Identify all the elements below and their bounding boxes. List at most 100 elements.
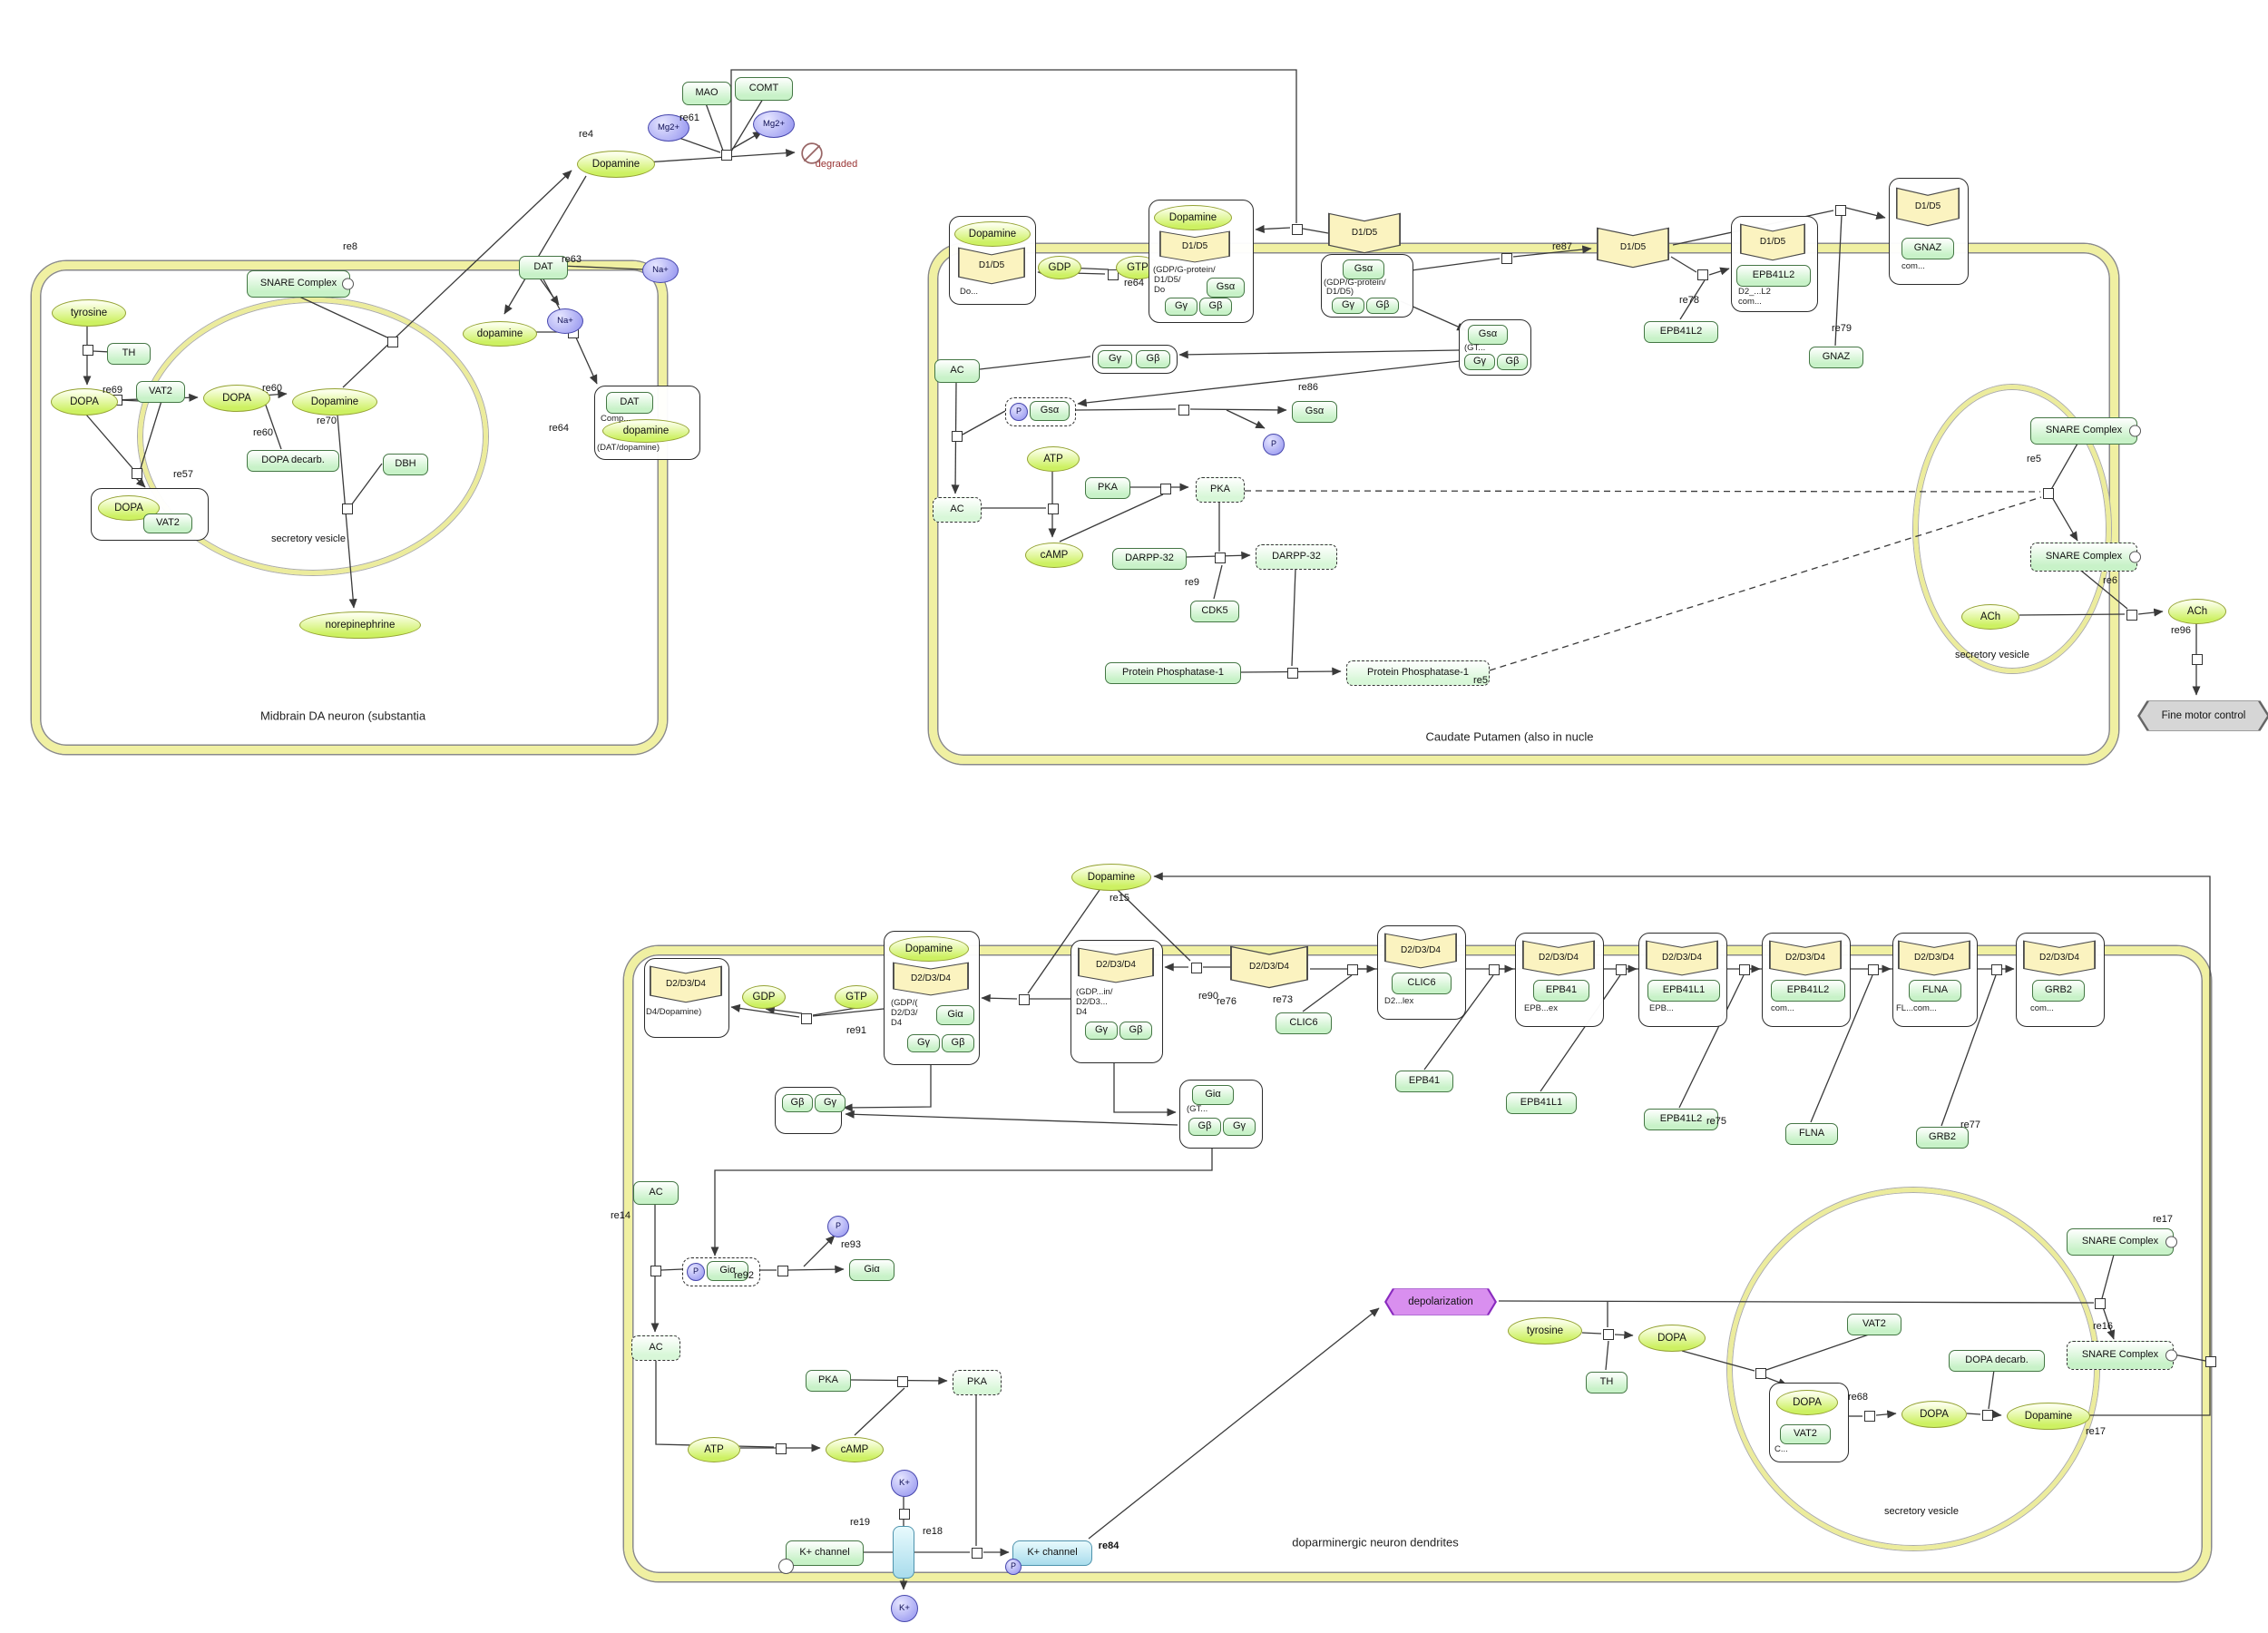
reaction-square[interactable]	[2126, 610, 2137, 621]
na-ion-2[interactable]: Na+	[547, 308, 583, 334]
atp-dend[interactable]: ATP	[688, 1437, 740, 1462]
gb-dend[interactable]: Gβ	[782, 1094, 813, 1112]
dopa-decarb-dend[interactable]: DOPA decarb.	[1949, 1350, 2045, 1372]
k-ion-1[interactable]: K+	[891, 1470, 918, 1497]
dopamine-vesicle[interactable]: Dopamine	[2007, 1403, 2090, 1430]
k-channel-2[interactable]: K+ channel	[1012, 1540, 1092, 1566]
reaction-square[interactable]	[1287, 668, 1298, 679]
reaction-square[interactable]	[1191, 963, 1202, 973]
reaction-square[interactable]	[721, 150, 732, 161]
th-mid[interactable]: TH	[107, 343, 151, 365]
pka-cau[interactable]: PKA	[1085, 477, 1130, 499]
mao[interactable]: MAO	[682, 82, 731, 105]
reaction-square[interactable]	[1868, 964, 1879, 975]
epb41-in-complex[interactable]: EPB41	[1533, 980, 1589, 1002]
dopamine-extracellular[interactable]: Dopamine	[577, 151, 655, 178]
ac-cau[interactable]: AC	[934, 359, 980, 383]
gg-dend[interactable]: Gγ	[815, 1094, 846, 1112]
dopa-mid-1[interactable]: DOPA	[51, 388, 118, 416]
reaction-square[interactable]	[2095, 1298, 2106, 1309]
reaction-square[interactable]	[342, 504, 353, 514]
dopa-in-vesicle-complex[interactable]: DOPA	[1776, 1390, 1838, 1415]
gg-in-gtp-complex[interactable]: Gγ	[1464, 354, 1495, 370]
gb-in-dc3[interactable]: Gβ	[1119, 1022, 1152, 1040]
epb41l2-in-complex[interactable]: EPB41L2	[1736, 265, 1811, 287]
dopa-dend-2[interactable]: DOPA	[1901, 1401, 1967, 1428]
reaction-square[interactable]	[897, 1376, 908, 1387]
d1d5-in-epb41l2[interactable]: D1/D5	[1740, 223, 1805, 261]
grb2-in-complex[interactable]: GRB2	[2032, 980, 2085, 1002]
epb41[interactable]: EPB41	[1395, 1071, 1453, 1092]
gia-in-gtp[interactable]: Giα	[1192, 1085, 1234, 1105]
k-ion-2[interactable]: K+	[891, 1595, 918, 1622]
reaction-square[interactable]	[387, 337, 398, 347]
gnaz-in-complex[interactable]: GNAZ	[1901, 238, 1954, 259]
reaction-square[interactable]	[899, 1509, 910, 1520]
reaction-square[interactable]	[83, 345, 93, 356]
gsa-in-c2[interactable]: Gsα	[1207, 278, 1245, 298]
dopa-in-mid-complex[interactable]: DOPA	[98, 495, 160, 521]
gb-in-c2[interactable]: Gβ	[1199, 298, 1232, 316]
reaction-square[interactable]	[1501, 253, 1512, 264]
reaction-square[interactable]	[1616, 964, 1627, 975]
gsa-free[interactable]: Gsα	[1292, 401, 1337, 423]
d234-in-c3[interactable]: D2/D3/D4	[1078, 947, 1154, 983]
d234-in-grb2[interactable]: D2/D3/D4	[2023, 940, 2096, 976]
ac-dend-active[interactable]: AC	[631, 1335, 680, 1361]
k-channel-1-state[interactable]	[778, 1559, 794, 1574]
gia-in-dc2[interactable]: Giα	[936, 1005, 974, 1025]
gia-free[interactable]: Giα	[849, 1259, 894, 1281]
reaction-square[interactable]	[1835, 205, 1846, 216]
d234-in-c2[interactable]: D2/D3/D4	[893, 962, 969, 996]
gnaz[interactable]: GNAZ	[1809, 347, 1863, 368]
epb41l2-cau[interactable]: EPB41L2	[1644, 321, 1718, 343]
mg-ion-1[interactable]: Mg2+	[648, 114, 689, 142]
d234-receptor-free[interactable]: D2/D3/D4	[1230, 945, 1308, 989]
p-in-gsa[interactable]: P	[1010, 403, 1028, 421]
camp-dend[interactable]: cAMP	[826, 1437, 884, 1462]
comt[interactable]: COMT	[735, 77, 793, 101]
dopamine-in-c1[interactable]: Dopamine	[954, 221, 1031, 247]
pka-cau-active[interactable]: PKA	[1196, 477, 1245, 503]
dopamine-in-c2[interactable]: Dopamine	[1154, 205, 1232, 230]
atp-cau[interactable]: ATP	[1027, 446, 1080, 472]
dopamine-dend[interactable]: Dopamine	[1071, 864, 1151, 891]
clic6-in-complex[interactable]: CLIC6	[1392, 973, 1452, 994]
ac-cau-active[interactable]: AC	[933, 497, 982, 523]
reaction-square[interactable]	[132, 468, 142, 479]
ach-2[interactable]: ACh	[2168, 599, 2226, 624]
reaction-square[interactable]	[1215, 552, 1226, 563]
phosphate-dend[interactable]: P	[827, 1216, 849, 1237]
reaction-square[interactable]	[1603, 1329, 1614, 1340]
membrane-channel[interactable]	[893, 1526, 914, 1579]
gdp-cau[interactable]: GDP	[1038, 256, 1081, 279]
reaction-square[interactable]	[1160, 484, 1171, 494]
d234-in-epb41l2[interactable]: D2/D3/D4	[1769, 940, 1842, 976]
d1d5-in-c1[interactable]: D1/D5	[958, 247, 1025, 285]
reaction-square[interactable]	[1292, 224, 1303, 235]
dat-in-complex[interactable]: DAT	[606, 392, 653, 414]
d1d5-receptor-2[interactable]: D1/D5	[1597, 227, 1669, 269]
gb-in-gtp-complex[interactable]: Gβ	[1497, 354, 1528, 370]
snare-complex-dend[interactable]: SNARE Complex	[2067, 1228, 2174, 1256]
d1d5-in-c2[interactable]: D1/D5	[1159, 230, 1230, 263]
degraded-glyph[interactable]	[800, 142, 824, 165]
camp-cau[interactable]: cAMP	[1025, 543, 1083, 568]
d234-in-flna[interactable]: D2/D3/D4	[1898, 940, 1970, 976]
tyrosine-mid[interactable]: tyrosine	[52, 299, 126, 327]
snare-complex-mid[interactable]: SNARE Complex	[247, 270, 350, 298]
clic6[interactable]: CLIC6	[1276, 1012, 1332, 1034]
dopamine-cytosol[interactable]: dopamine	[463, 321, 537, 347]
epb41l1[interactable]: EPB41L1	[1506, 1092, 1577, 1114]
darpp32-active[interactable]: DARPP-32	[1256, 544, 1337, 570]
reaction-square[interactable]	[1489, 964, 1500, 975]
gg-in-gia[interactable]: Gγ	[1223, 1118, 1256, 1136]
reaction-square[interactable]	[1178, 405, 1189, 416]
reaction-square[interactable]	[1864, 1411, 1875, 1422]
k-channel-2-phospho[interactable]: P	[1005, 1559, 1022, 1575]
cdk5[interactable]: CDK5	[1190, 601, 1239, 622]
dopa-mid-2[interactable]: DOPA	[203, 385, 270, 412]
d234-in-c1[interactable]: D2/D3/D4	[650, 965, 722, 1003]
reaction-square[interactable]	[972, 1548, 982, 1559]
reaction-square[interactable]	[1048, 504, 1059, 514]
